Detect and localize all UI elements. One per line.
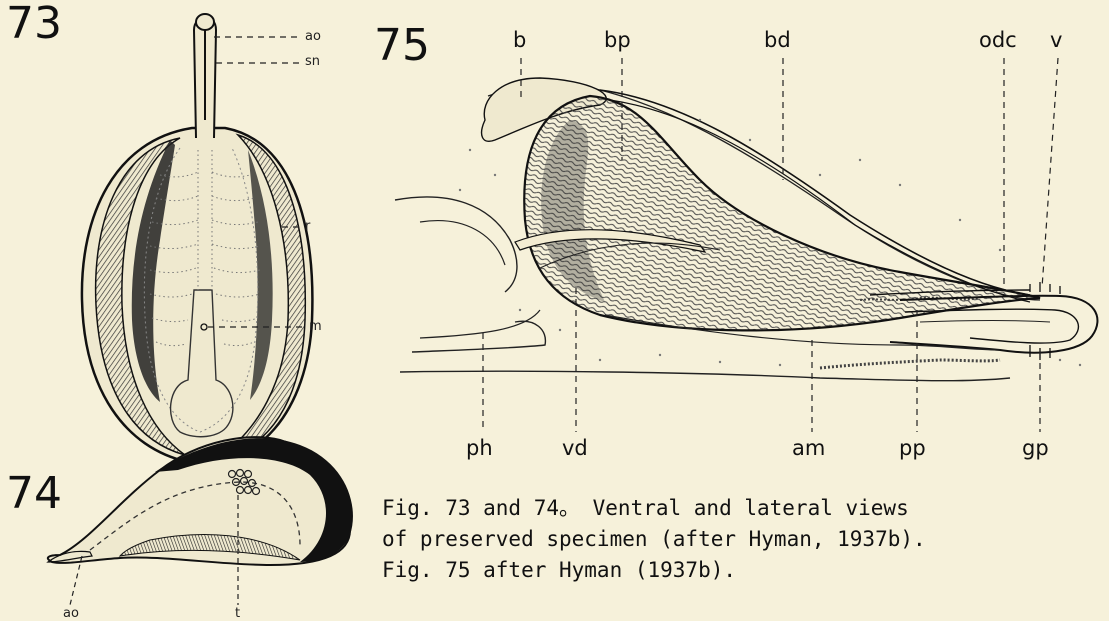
fig75-label-vd: vd (562, 438, 588, 459)
fig75-label-pp: pp (899, 438, 926, 459)
fig73-drawing (82, 14, 312, 463)
fig75-label-odc: odc (979, 30, 1017, 51)
caption-line-3: Fig. 75 after Hyman (1937b). (382, 555, 1102, 586)
fig75-label-gp: gp (1022, 438, 1049, 459)
caption-line-2: of preserved specimen (after Hyman, 1937… (382, 524, 1102, 555)
fig75-label-b: b (513, 30, 526, 51)
figure-caption: Fig. 73 and 74。 Ventral and lateral view… (382, 493, 1102, 586)
fig73-label-sn: sn (305, 55, 320, 68)
fig73-number: 73 (6, 2, 62, 46)
fig75-label-ph: ph (466, 438, 493, 459)
caption-line-1: Fig. 73 and 74。 Ventral and lateral view… (382, 493, 1102, 524)
fig74-label-t: t (235, 607, 240, 620)
fig74-label-ao: ao (63, 607, 79, 620)
fig75-drawing (395, 58, 1097, 432)
fig75-number: 75 (374, 24, 430, 68)
fig75-label-bd: bd (764, 30, 791, 51)
fig73-label-m: m (309, 320, 322, 333)
fig75-label-bp: bp (604, 30, 631, 51)
fig75-label-v: v (1050, 30, 1062, 51)
fig74-number: 74 (6, 472, 62, 516)
fig74-drawing (48, 437, 353, 605)
fig73-label-ao: ao (305, 30, 321, 43)
fig75-label-am: am (792, 438, 825, 459)
fig73-label-r: r (305, 220, 310, 233)
